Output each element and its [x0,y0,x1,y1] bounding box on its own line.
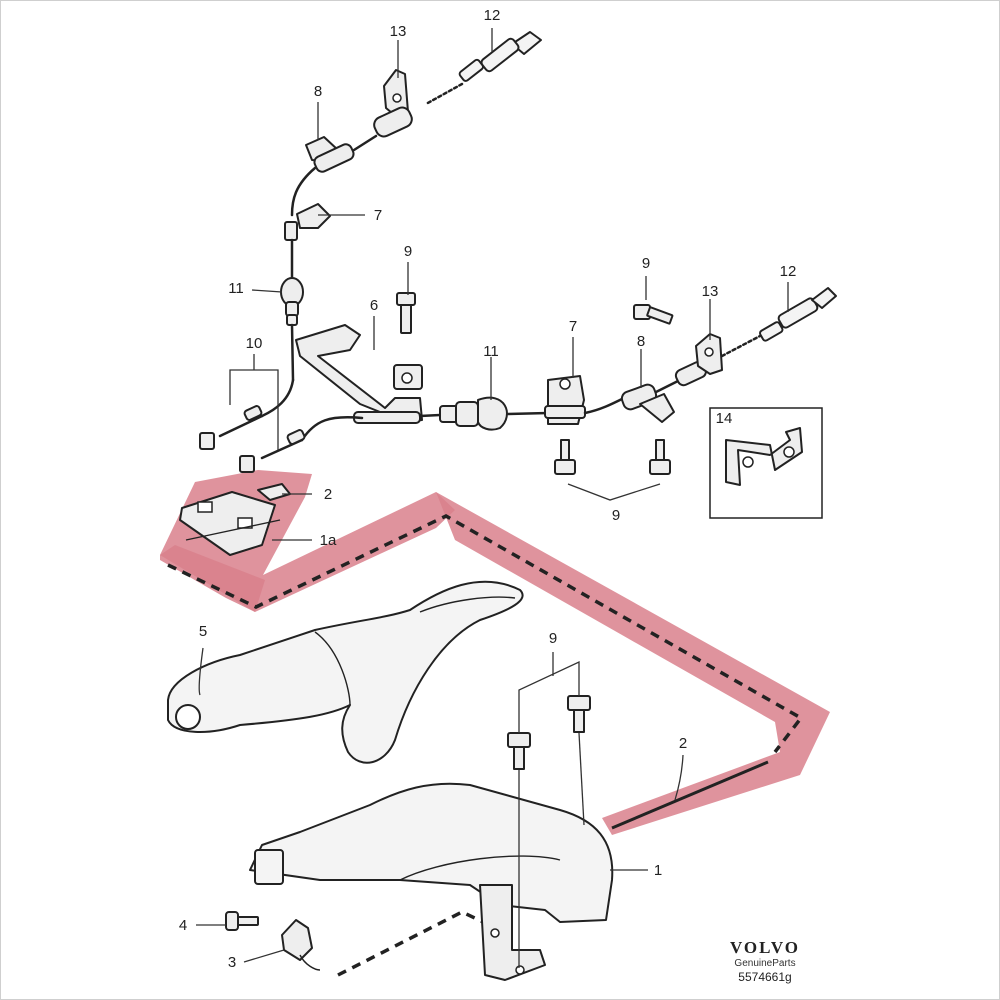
bolt-9-lower-a [554,439,576,475]
clip-8-right [620,383,675,423]
bolt-9-top [396,292,416,334]
volvo-logo: VOLVO GenuineParts 5574661g [715,938,815,984]
routing-path-dashed [167,514,804,754]
label-2-lever: 2 [679,735,687,752]
bolt-9-lower-b [649,439,671,475]
cable-end-12-lower [759,287,837,342]
inset-box-14 [709,407,823,519]
label-9-right: 9 [642,255,650,272]
bolt-9-lever-a [507,732,531,770]
label-11-left: 11 [228,280,244,297]
equalizer-bracket-6 [295,324,423,424]
clip-8-upper [305,134,378,173]
label-1a: 1a [320,532,337,549]
cable-end-12-upper [424,31,542,106]
label-13-right: 13 [702,283,719,300]
screw-4 [225,911,259,931]
label-3: 3 [228,954,236,971]
upper-cable-assembly [280,31,542,382]
label-13-top: 13 [390,23,407,40]
label-1: 1 [654,862,662,879]
label-6: 6 [370,297,378,314]
leader-lines [196,28,789,963]
label-7-right: 7 [569,318,577,335]
clip-7-right [544,375,586,425]
logo-tagline: GenuineParts [734,958,796,969]
lock-block-1a [179,491,281,556]
label-12-right: 12 [780,263,797,280]
bracket-13-upper [373,69,413,138]
label-12-top: 12 [484,7,501,24]
bracket-13-right [674,333,723,387]
callout-labels: 12 13 8 7 9 11 6 10 9 13 12 7 8 11 14 9 … [179,7,797,971]
label-11-right: 11 [483,343,499,360]
rod-lever-link [611,760,769,830]
switch-path-dashed [337,910,497,977]
label-8-right: 8 [637,333,645,350]
grommet-11-left [280,277,304,326]
label-7-top: 7 [374,207,382,224]
diagram-code: 5574661g [738,970,792,984]
label-10: 10 [246,335,263,352]
lever-assembly-1 [249,782,614,981]
label-8-top: 8 [314,83,322,100]
bolt-9-lever-b [567,695,591,733]
label-5: 5 [199,623,207,640]
bolt-9-right [633,304,674,325]
label-9-bottom: 9 [612,507,620,524]
label-9-mid: 9 [404,243,412,260]
label-14: 14 [716,410,733,427]
clip-7-upper [284,203,331,241]
label-2-lock: 2 [324,486,332,503]
logo-brand: VOLVO [729,938,801,957]
cable-ends-10 [199,405,306,473]
switch-3 [281,919,321,971]
lever-cover-5 [167,580,524,764]
label-4: 4 [179,917,187,934]
label-9-lever: 9 [549,630,557,647]
grommet-11-right [439,396,508,431]
